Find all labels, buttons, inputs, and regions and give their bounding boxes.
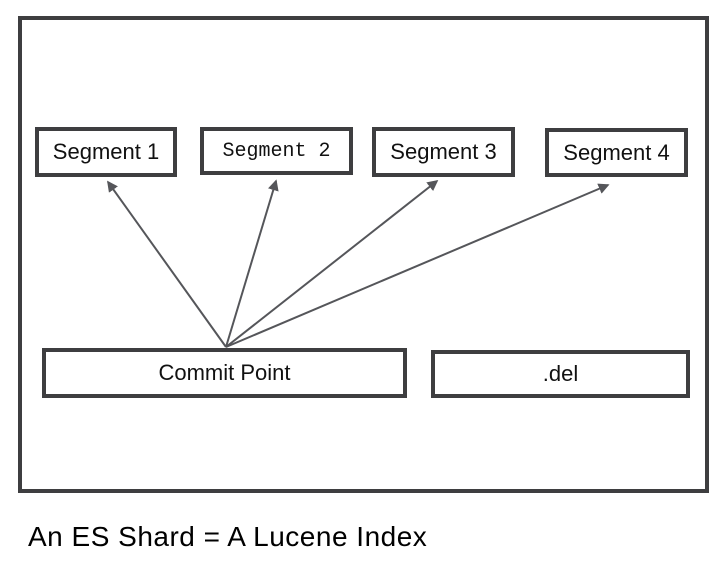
segment-1-box: Segment 1 [35,127,177,177]
segment-4-box: Segment 4 [545,128,688,177]
segment-2-label: Segment 2 [222,139,331,163]
segment-4-label: Segment 4 [563,139,670,165]
del-file-box: .del [431,350,690,398]
segment-3-box: Segment 3 [372,127,515,177]
commit-point-label: Commit Point [158,360,291,385]
diagram-caption: An ES Shard = A Lucene Index [28,521,428,552]
segment-3-label: Segment 3 [390,139,497,164]
commit-point-box: Commit Point [42,348,407,398]
lucene-index-boundary [18,16,709,493]
del-file-label: .del [542,361,579,386]
segment-1-label: Segment 1 [52,139,160,164]
segment-2-box: Segment 2 [200,127,353,175]
